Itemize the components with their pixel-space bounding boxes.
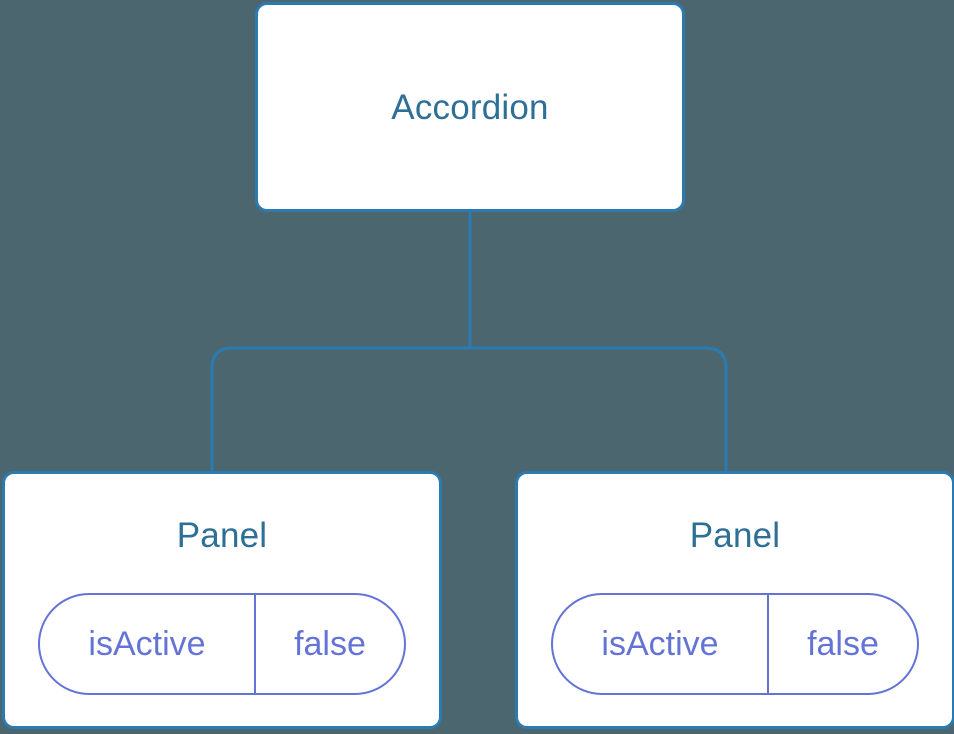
prop-pill-isactive-left[interactable]: isActive false [38,593,406,695]
connector-to-panel-right [470,346,728,471]
prop-value-isactive-right: false [807,625,879,663]
node-panel-left[interactable]: Panel isActive false [2,471,442,729]
node-panel-right-title: Panel [689,516,781,555]
node-panel-right[interactable]: Panel isActive false [515,471,954,729]
prop-value-isactive-left: false [294,625,366,663]
prop-pill-isactive-right[interactable]: isActive false [551,593,919,695]
prop-key-isactive-left: isActive [40,595,256,693]
prop-key-isactive-right: isActive [553,595,769,693]
node-accordion[interactable]: Accordion [255,2,685,212]
node-panel-left-title: Panel [176,516,268,555]
connector-to-panel-left [210,346,470,471]
node-accordion-title: Accordion [391,87,549,127]
